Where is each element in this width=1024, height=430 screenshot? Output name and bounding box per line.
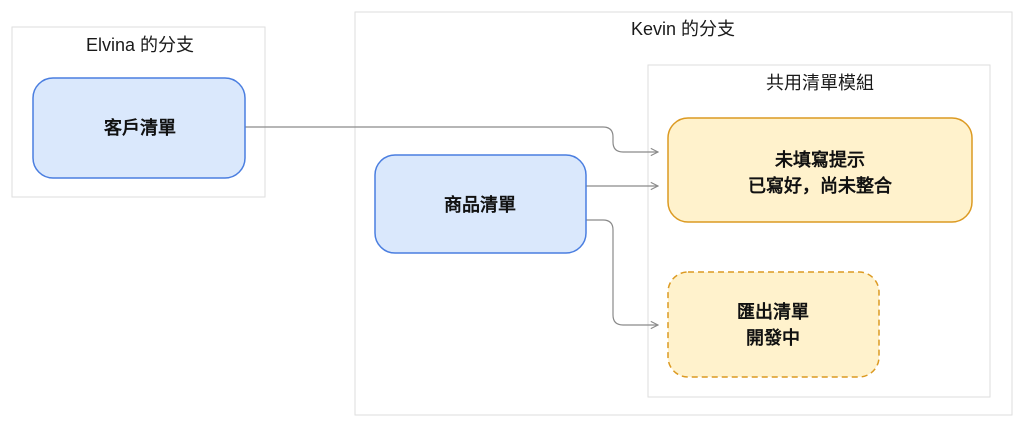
node-export-list-status: 開發中: [746, 327, 800, 348]
node-export-list: 匯出清單 開發中: [667, 271, 880, 378]
node-validation-hint-box: [667, 117, 973, 223]
node-validation-hint: 未填寫提示 已寫好，尚未整合: [667, 117, 973, 223]
node-customer-list: 客戶清單: [32, 77, 246, 179]
group-shared-title: 共用清單模組: [766, 73, 874, 93]
node-validation-hint-title: 未填寫提示: [775, 149, 865, 170]
node-customer-list-box: [32, 77, 246, 179]
node-product-list-label: 商品清單: [444, 194, 516, 215]
group-kevin-title: Kevin 的分支: [631, 19, 735, 39]
edge-customer-to-validation: [245, 126, 658, 152]
node-export-list-box: [667, 271, 880, 378]
edge-product-to-export: [586, 219, 658, 325]
node-customer-list-label: 客戶清單: [104, 117, 176, 138]
node-export-list-title: 匯出清單: [737, 301, 809, 322]
group-elvina-title: Elvina 的分支: [86, 35, 194, 55]
node-validation-hint-status: 已寫好，尚未整合: [748, 175, 893, 196]
node-product-list: 商品清單: [374, 154, 587, 254]
node-product-list-box: [374, 154, 587, 254]
